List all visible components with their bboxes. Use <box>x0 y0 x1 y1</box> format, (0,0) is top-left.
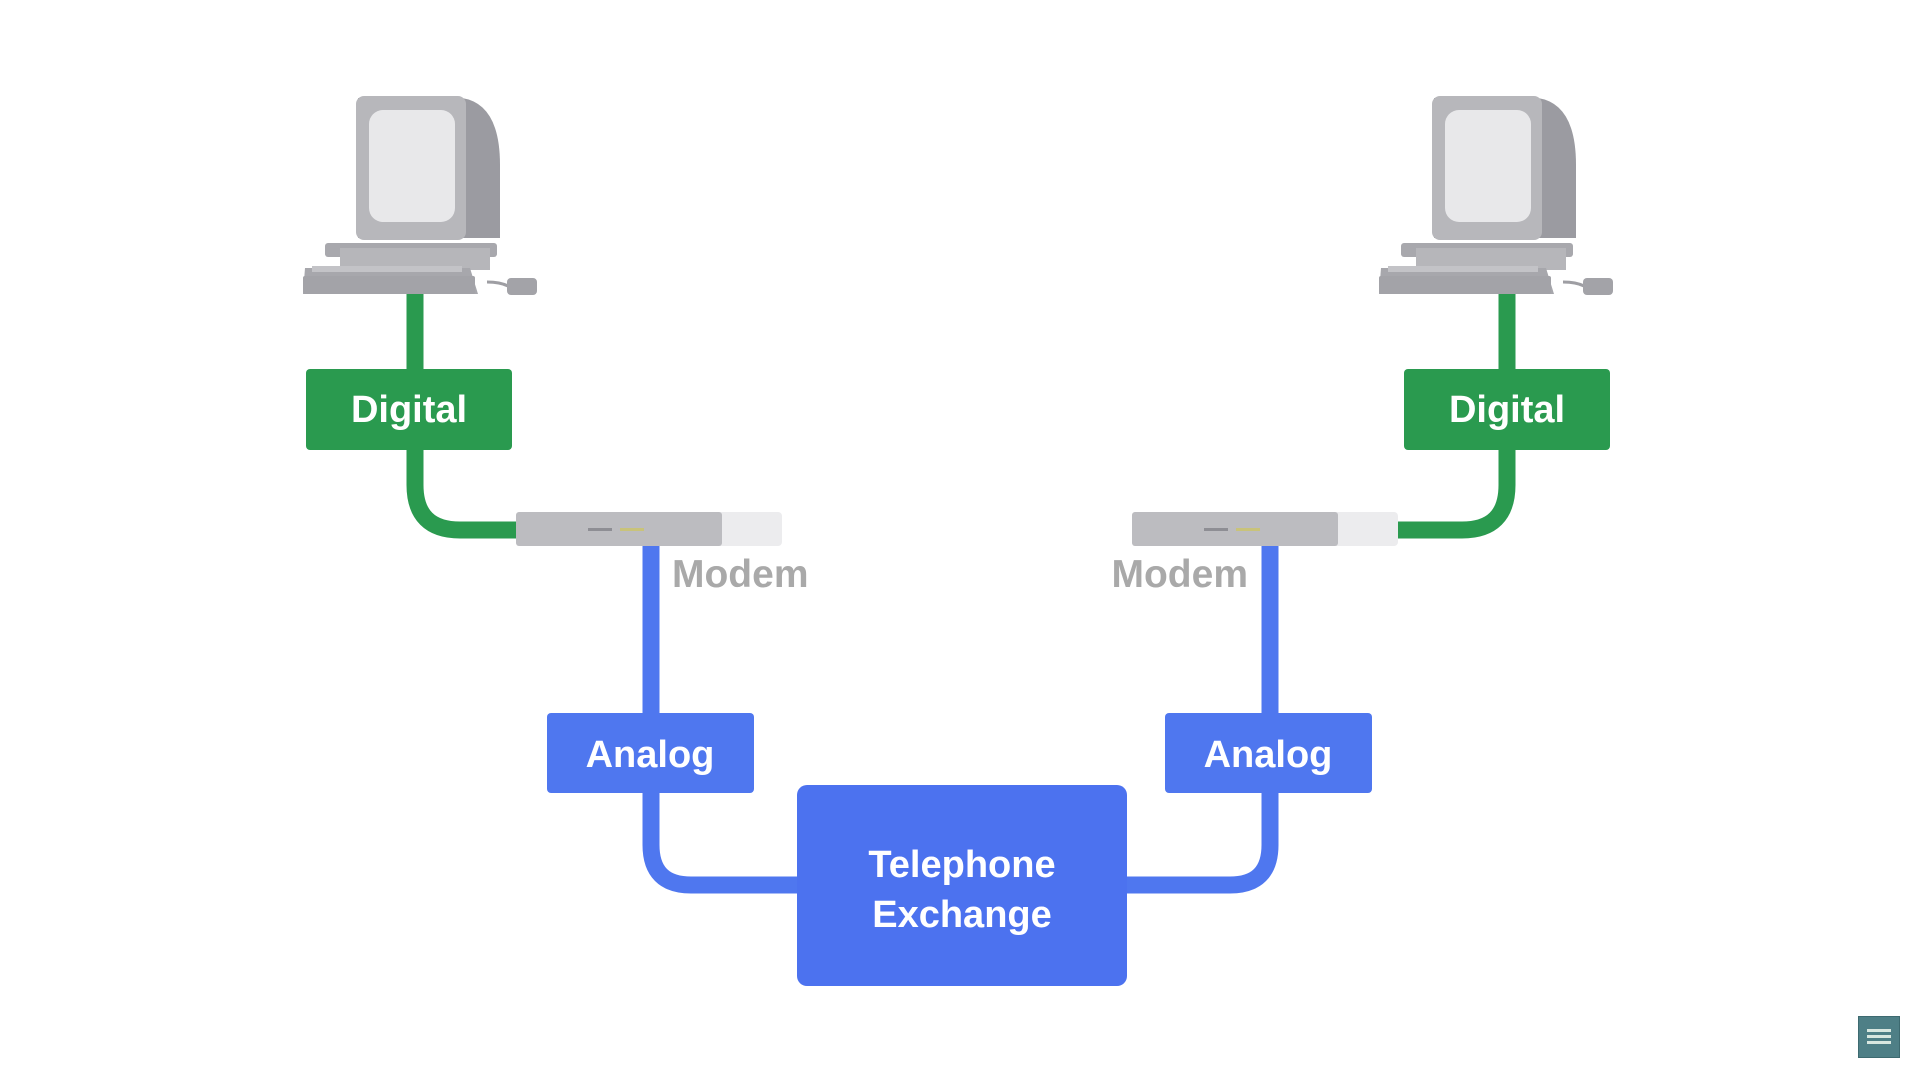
left-side: Digital Modem Analog <box>303 96 809 894</box>
left-computer-icon <box>303 96 537 295</box>
right-digital-label: Digital <box>1404 369 1610 450</box>
left-modem-text: Modem <box>672 553 809 596</box>
left-digital-cable <box>406 276 529 539</box>
right-modem-icon <box>1132 512 1398 546</box>
right-computer-icon <box>1379 96 1613 295</box>
right-modem-text: Modem <box>1112 553 1249 596</box>
channel-logo-icon <box>1858 1016 1900 1058</box>
right-analog-cable-lower <box>1120 793 1279 894</box>
telephone-exchange-box: Telephone Exchange <box>797 785 1127 986</box>
right-digital-text: Digital <box>1449 389 1565 431</box>
right-analog-label: Analog <box>1165 713 1372 793</box>
right-digital-cable <box>1383 276 1516 539</box>
left-digital-label: Digital <box>306 369 512 450</box>
exchange-text-line1: Telephone <box>868 844 1055 886</box>
left-analog-label: Analog <box>547 713 754 793</box>
left-analog-cable-lower <box>642 793 800 894</box>
right-analog-text: Analog <box>1204 734 1333 776</box>
left-analog-text: Analog <box>586 734 715 776</box>
exchange-text-line2: Exchange <box>872 894 1052 936</box>
left-digital-text: Digital <box>351 389 467 431</box>
right-side: Digital Modem Analog <box>1112 96 1613 894</box>
left-modem-icon <box>516 512 782 546</box>
